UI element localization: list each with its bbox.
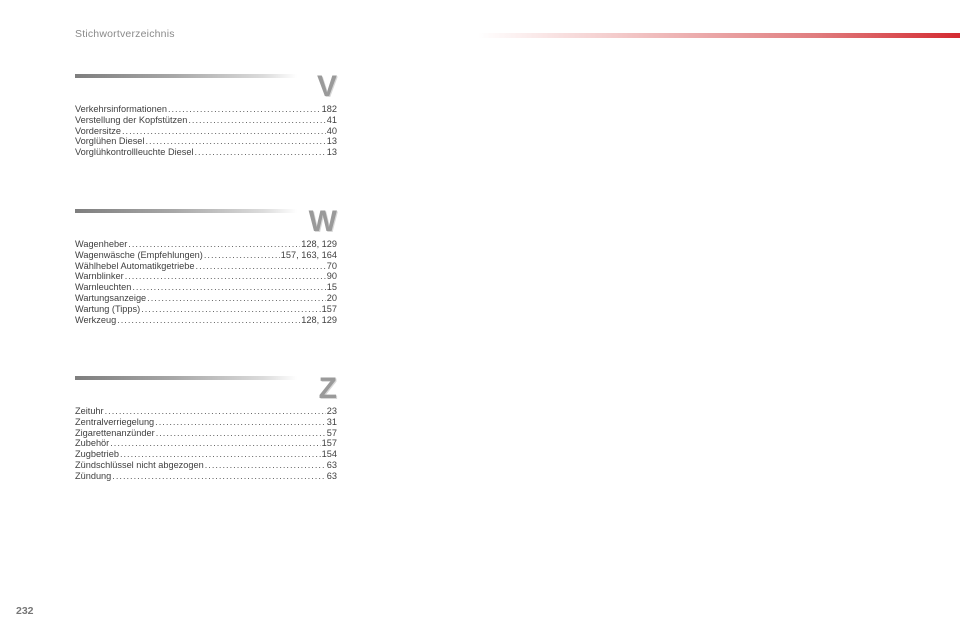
entry-label: Zugbetrieb: [75, 449, 119, 460]
entry-page: 128, 129: [301, 239, 337, 249]
entry-page: 63: [326, 459, 337, 470]
entry-page: 31: [326, 416, 337, 427]
index-entry: Wartung (Tipps).........................…: [75, 303, 337, 314]
entry-label: Zentralverriegelung: [75, 416, 155, 427]
entry-page: 41: [326, 114, 337, 125]
index-entry: Zündung.................................…: [75, 470, 337, 481]
index-entry: Wählhebel Automatikgetriebe.............…: [75, 260, 337, 271]
entry-page: 63: [326, 470, 337, 481]
entry-label: Vordersitze: [75, 125, 121, 136]
index-entry: Vordersitze.............................…: [75, 125, 337, 136]
entry-page: 40: [326, 125, 337, 136]
page-number: 232: [16, 605, 34, 617]
index-entry: Zeituhr.................................…: [75, 406, 337, 416]
header-accent-bar: [478, 33, 960, 38]
entry-page: 154: [321, 449, 337, 460]
entry-label: Werkzeug: [75, 314, 117, 325]
entry-page: 57: [326, 427, 337, 438]
section-letter: W: [308, 205, 337, 238]
entry-label: Zündung: [75, 470, 112, 481]
entry-label: Verkehrsinformationen: [75, 104, 167, 114]
index-section-z: Z Zeituhr...............................…: [75, 372, 337, 492]
section-divider-bar: [75, 74, 297, 78]
entry-page: 23: [326, 406, 337, 416]
index-entry: Wagenwäsche (Empfehlungen)..............…: [75, 249, 337, 260]
entry-page: 15: [326, 282, 337, 293]
page-header-title: Stichwortverzeichnis: [75, 28, 175, 40]
index-entry: Vorglühen Diesel........................…: [75, 136, 337, 147]
entry-label: Vorglühen Diesel: [75, 136, 145, 147]
entry-page: 13: [326, 147, 337, 158]
entry-label: Warnleuchten: [75, 282, 132, 293]
index-entry: Wartungsanzeige.........................…: [75, 292, 337, 303]
entry-label: Verstellung der Kopfstützen: [75, 114, 188, 125]
entry-label: Warnblinker: [75, 271, 124, 282]
entry-label: Zündschlüssel nicht abgezogen: [75, 459, 204, 470]
index-entries: Verkehrsinformationen...................…: [75, 104, 337, 158]
entry-page: 128, 129: [301, 314, 337, 325]
index-section-v: V Verkehrsinformationen.................…: [75, 70, 337, 165]
section-divider-bar: [75, 376, 297, 380]
entry-label: Wagenwäsche (Empfehlungen): [75, 249, 203, 260]
entry-page: 20: [326, 292, 337, 303]
index-entries: Wagenheber..............................…: [75, 239, 337, 325]
entry-label: Wartung (Tipps): [75, 303, 141, 314]
entry-page: 70: [326, 260, 337, 271]
entry-label: Zubehör: [75, 438, 110, 449]
index-entry: Warnblinker.............................…: [75, 271, 337, 282]
entry-label: Wählhebel Automatikgetriebe: [75, 260, 195, 271]
entry-label: Wartungsanzeige: [75, 292, 147, 303]
index-entry: Zigarettenanzünder......................…: [75, 427, 337, 438]
entry-label: Vorglühkontrollleuchte Diesel: [75, 147, 194, 158]
index-entry: Verstellung der Kopfstützen.............…: [75, 114, 337, 125]
index-entries: Zeituhr.................................…: [75, 406, 337, 482]
index-entry: Zündschlüssel nicht abgezogen...........…: [75, 459, 337, 470]
section-letter: V: [316, 70, 337, 103]
index-entry: Zubehör.................................…: [75, 438, 337, 449]
entry-page: 157, 163, 164: [280, 249, 337, 260]
index-entry: Verkehrsinformationen...................…: [75, 104, 337, 114]
entry-label: Zeituhr: [75, 406, 104, 416]
index-section-w: W Wagenheber............................…: [75, 205, 337, 335]
index-entry: Warnleuchten............................…: [75, 282, 337, 293]
section-divider-bar: [75, 209, 297, 213]
entry-label: Wagenheber: [75, 239, 128, 249]
entry-page: 90: [326, 271, 337, 282]
index-entry: Werkzeug................................…: [75, 314, 337, 325]
index-entry: Zugbetrieb..............................…: [75, 449, 337, 460]
index-entry: Zentralverriegelung.....................…: [75, 416, 337, 427]
entry-page: 182: [321, 104, 337, 114]
entry-page: 157: [321, 438, 337, 449]
entry-label: Zigarettenanzünder: [75, 427, 155, 438]
entry-page: 157: [321, 303, 337, 314]
section-letter: Z: [318, 372, 337, 405]
index-entry: Wagenheber..............................…: [75, 239, 337, 249]
index-entry: Vorglühkontrollleuchte Diesel...........…: [75, 147, 337, 158]
entry-page: 13: [326, 136, 337, 147]
